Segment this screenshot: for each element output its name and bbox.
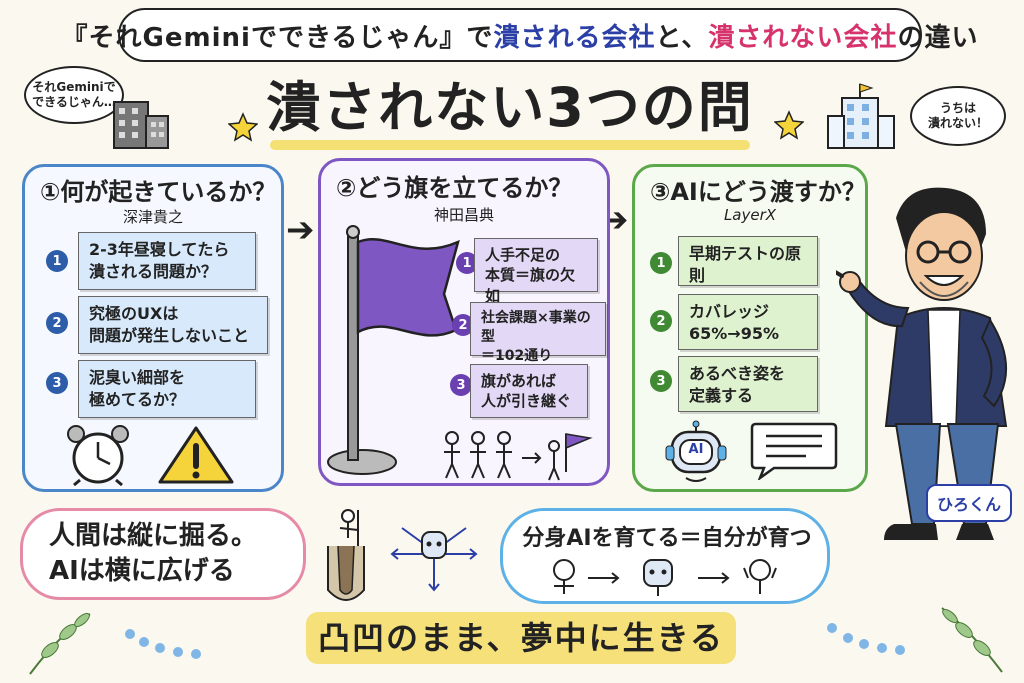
growth-sequence-icon: [553, 559, 777, 596]
header-part5: の違い: [897, 22, 979, 53]
panel3-number: 2: [650, 310, 672, 332]
digging-person-icon: [327, 509, 365, 601]
panel3-note-1: 早期テストの原則: [678, 236, 818, 286]
panel2-heading: ②どう旗を立てるか？: [336, 174, 573, 202]
panel1-number: 1: [46, 250, 68, 272]
main-title: 潰されない3つの問い: [266, 76, 754, 215]
bottom-banner: 凸凹のまま、夢中に生きる: [306, 612, 736, 664]
header-part2: 潰される会社: [493, 22, 656, 53]
people-following-flag-icon: [444, 431, 593, 481]
panel1-note-3: 泥臭い細部を 極めてるか？: [78, 360, 256, 418]
warning-icon: [158, 426, 234, 484]
panel2-subtitle: 神田昌典: [433, 206, 494, 224]
panel2-note-1: 人手不足の 本質＝旗の欠如: [474, 238, 598, 305]
alarm-clock-icon: [67, 425, 129, 486]
clone-ai-text: 分身AIを育てる＝自分が育つ: [522, 526, 812, 551]
panel3-number: 3: [650, 370, 672, 392]
panel3-note-2: カバレッジ 65%→95%: [678, 294, 818, 350]
human-vs-ai-bubble: 人間は縦に掘る。 AIは横に広げる: [20, 508, 306, 600]
dark-building-icon: [113, 101, 169, 149]
leaf-decoration-icon: [827, 607, 1003, 673]
name-tag: ひろくん: [926, 484, 1012, 522]
clone-ai-bubble: [500, 508, 830, 604]
ai-spreading-icon: [390, 527, 478, 592]
panel1-note-2: 究極のUXは 問題が発生しないこと: [78, 296, 268, 354]
right-speech-bubble: うちは 潰れない！: [910, 86, 1006, 146]
bright-building-icon: [827, 83, 895, 149]
panel1-number: 2: [46, 312, 68, 334]
panel3-number: 1: [650, 252, 672, 274]
title-underline: [270, 140, 750, 150]
panel2-note-3: 旗があれば 人が引き継ぐ: [470, 364, 588, 418]
star-icon: [228, 112, 258, 142]
arrow-right-icon: ➔: [286, 210, 315, 250]
panel2-note-2: 社会課題×事業の型 ＝102通り: [470, 302, 606, 364]
presenter-character: [836, 187, 1008, 540]
panel2-number: 1: [456, 252, 478, 274]
star-icon: [774, 110, 804, 140]
chat-bubble-icon: [750, 422, 838, 480]
panel1-subtitle: 深津貴之: [122, 208, 183, 226]
panel2-number: 3: [450, 374, 472, 396]
panel1-note-1: 2-3年昼寝してたら 潰される問題か？: [78, 232, 256, 290]
panel2-number: 2: [452, 314, 474, 336]
left-speech-bubble: それGeminiで できるじゃん…: [24, 66, 124, 124]
purple-flag-icon: [327, 225, 460, 475]
panel1-heading: ①何が起きているか？: [40, 178, 277, 206]
header-part4: 潰されない会社: [708, 22, 898, 53]
panel3-heading: ③AIにどう渡すか？: [650, 178, 866, 206]
header-part3: と、: [655, 22, 709, 53]
ai-robot-icon: [665, 420, 727, 482]
header-part1: 『それGeminiでできるじゃん』で: [61, 22, 494, 53]
leaf-decoration-icon: [29, 612, 201, 675]
panel1-number: 3: [46, 372, 68, 394]
panel3-subtitle: LayerX: [723, 206, 777, 224]
panel3-note-3: あるべき姿を 定義する: [678, 356, 818, 412]
header-bubble: 『それGeminiでできるじゃん』で 潰される会社 と、 潰されない会社 の違い: [62, 8, 977, 62]
ai-robot-label: AI: [688, 442, 704, 457]
